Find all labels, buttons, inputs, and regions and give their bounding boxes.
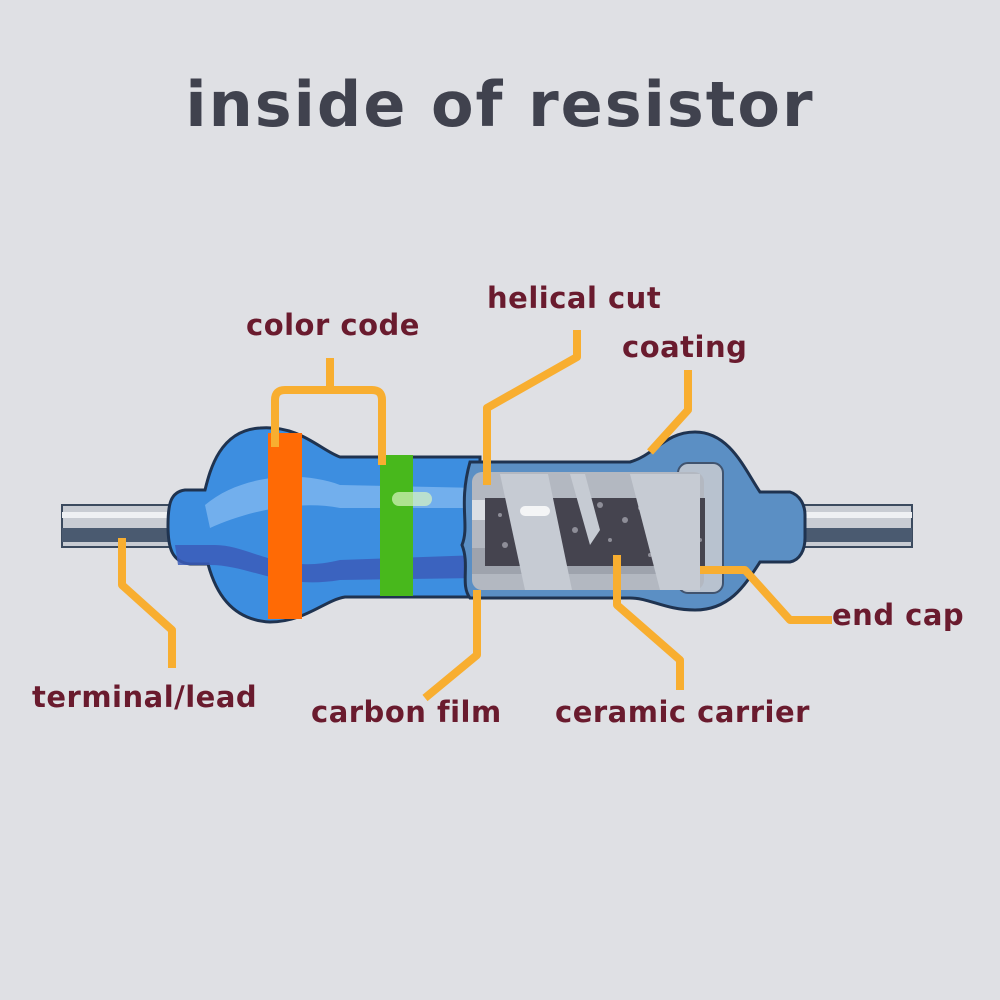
- leader-carbon-film: [422, 590, 481, 702]
- label-ceramic-carrier: ceramic carrier: [555, 695, 810, 729]
- label-color-code: color code: [246, 308, 420, 342]
- diagram-title: inside of resistor: [185, 68, 815, 141]
- color-band-orange: [268, 433, 302, 619]
- color-band-green: [380, 455, 413, 596]
- leader-lines: [118, 330, 832, 702]
- leader-ceramic: [613, 555, 684, 690]
- leader-end-cap: [700, 566, 832, 624]
- label-coating: coating: [622, 330, 748, 364]
- leader-coating: [647, 370, 692, 455]
- label-helical-cut: helical cut: [487, 281, 662, 315]
- label-terminal-lead: terminal/lead: [32, 680, 258, 714]
- label-end-cap: end cap: [832, 598, 965, 632]
- leader-terminal: [118, 538, 176, 668]
- helical-cut-stripes: [500, 474, 700, 590]
- leader-color-code: [271, 358, 386, 465]
- leader-helical-cut: [483, 330, 581, 485]
- label-carbon-film: carbon film: [311, 695, 502, 729]
